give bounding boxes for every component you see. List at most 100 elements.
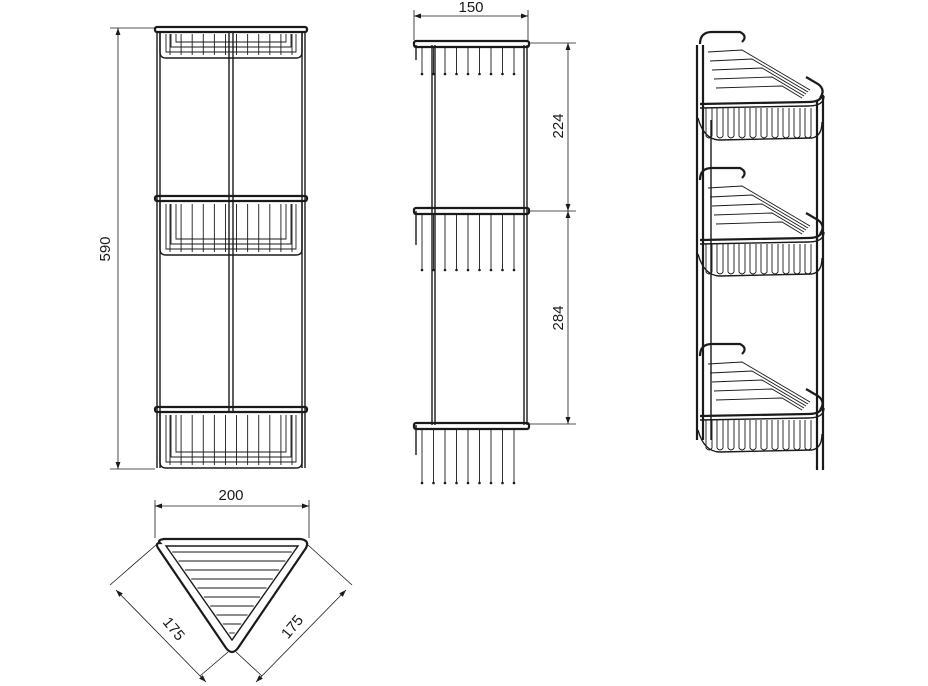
basket-curve — [175, 34, 287, 43]
iso-u-wire — [782, 244, 790, 275]
iso-inner-wire — [707, 185, 811, 227]
wire-end — [466, 268, 470, 272]
iso-u-wire — [705, 108, 713, 139]
basket-curve — [170, 415, 292, 458]
iso-u-wire — [771, 420, 779, 451]
iso-u-wire — [793, 420, 801, 451]
iso-u-wire — [749, 244, 757, 275]
basket-curve — [165, 34, 297, 53]
iso-u-wire — [727, 108, 735, 139]
dimension-depth: 150 — [413, 0, 529, 40]
wire-end — [443, 481, 447, 485]
wire-end — [512, 268, 516, 272]
iso-rim-side — [805, 212, 824, 235]
wire-end — [432, 72, 435, 76]
wire-end — [443, 268, 447, 272]
iso-inner-wire — [711, 203, 807, 231]
front-view — [153, 25, 309, 469]
iso-u-wire — [716, 420, 724, 451]
iso-inner-wire — [715, 221, 803, 235]
iso-u-wire — [804, 244, 812, 275]
basket-curve — [165, 204, 297, 250]
dimension-total-height: 590 — [97, 27, 155, 470]
iso-u-wire — [727, 420, 735, 451]
wire-end — [512, 481, 516, 485]
iso-inner-wire — [707, 49, 811, 91]
dimension-label-depth: 150 — [458, 0, 483, 16]
basket-outline — [159, 412, 303, 469]
wire-end — [489, 72, 493, 76]
iso-u-wire — [760, 108, 768, 139]
iso-u-wire — [760, 420, 768, 451]
iso-inner-wire — [713, 388, 805, 409]
wire-end — [420, 72, 424, 76]
iso-bottom-rail — [697, 253, 823, 277]
front-basket-wires — [159, 32, 303, 469]
iso-inner-wire — [707, 361, 811, 403]
wire-end — [455, 72, 458, 76]
iso-u-wire — [705, 244, 713, 275]
iso-rim-front — [699, 229, 824, 242]
iso-rim-front — [699, 93, 824, 106]
iso-rim-back — [698, 166, 746, 181]
wire-end — [432, 481, 435, 485]
iso-u-wire — [793, 244, 801, 275]
iso-inner-wire — [709, 58, 809, 93]
dimension-label-width: 200 — [218, 487, 243, 504]
iso-u-wire — [804, 108, 812, 139]
basket-curve — [175, 415, 287, 453]
iso-u-wire — [738, 244, 746, 275]
iso-inner-wire — [713, 76, 805, 97]
basket-curve — [170, 204, 292, 245]
wire-end — [420, 268, 424, 272]
isometric-baskets — [697, 30, 825, 453]
wire-end — [478, 72, 481, 76]
wire-end — [443, 72, 447, 76]
dimension-label-side-left: 175 — [159, 614, 188, 644]
wire-end — [489, 268, 493, 272]
iso-u-wire — [760, 244, 768, 275]
wire-end — [432, 268, 435, 272]
iso-inner-wire — [715, 397, 803, 411]
iso-u-wire — [793, 108, 801, 139]
iso-inner-wire — [709, 370, 809, 405]
wire-end — [489, 481, 493, 485]
wire-end — [455, 268, 458, 272]
iso-inner-wire — [711, 379, 807, 407]
iso-u-wire — [782, 420, 790, 451]
wire-end — [420, 481, 424, 485]
iso-rim-back — [698, 30, 746, 45]
iso-rim-side — [805, 76, 824, 99]
iso-inner-wire — [711, 67, 807, 95]
dimension-width: 200 — [154, 487, 310, 538]
iso-rim-side — [805, 388, 824, 411]
iso-inner-wire — [715, 85, 803, 99]
iso-u-wire — [738, 108, 746, 139]
wire-end — [501, 268, 504, 272]
iso-u-wire — [804, 420, 812, 451]
basket-curve — [165, 415, 297, 463]
dimension-label-side-right: 175 — [278, 612, 307, 642]
dimension-label-total-height: 590 — [97, 236, 114, 261]
iso-u-wire — [705, 420, 713, 451]
side-view — [412, 39, 531, 485]
wire-end — [478, 268, 481, 272]
top-basket-wires — [172, 551, 292, 634]
iso-rim-front-inner — [699, 407, 825, 421]
iso-rim-back — [698, 342, 746, 357]
basket-curve — [175, 204, 287, 240]
basket-curve — [170, 34, 292, 48]
iso-rim-front-inner — [699, 231, 825, 245]
iso-rim-front — [699, 405, 824, 418]
iso-u-wire — [738, 420, 746, 451]
dimension-label-upper-gap: 224 — [550, 113, 567, 138]
iso-bottom-rail — [697, 117, 823, 141]
wire-end — [512, 72, 516, 76]
iso-u-wire — [727, 244, 735, 275]
iso-bottom-rail — [697, 429, 823, 453]
iso-u-wire — [749, 108, 757, 139]
basket-outline — [159, 201, 303, 256]
wire-end — [478, 481, 481, 485]
dimension-shelf-gaps: 224 284 — [530, 42, 576, 425]
